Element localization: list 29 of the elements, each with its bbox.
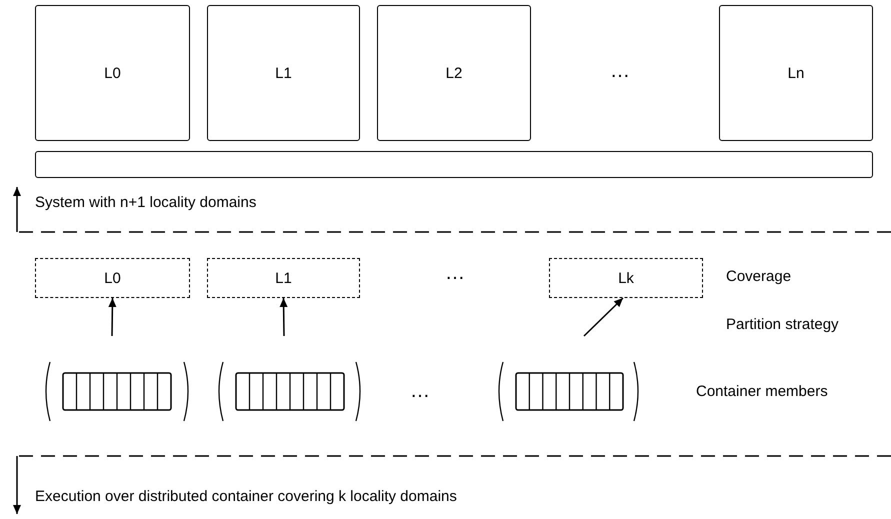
locality-label: L1	[275, 64, 292, 82]
coverage-box	[549, 258, 703, 298]
locality-box	[377, 5, 531, 141]
caption: Execution over distributed container covering k locality domains	[35, 488, 457, 506]
locality-box	[207, 5, 360, 141]
row-label: Coverage	[726, 268, 792, 286]
caption: System with n+1 locality domains	[35, 194, 256, 212]
system-bar	[35, 151, 873, 178]
locality-label: Ln	[788, 64, 804, 82]
coverage-box	[35, 258, 190, 298]
arrow	[280, 298, 288, 336]
container-array	[235, 372, 345, 411]
locality-box	[35, 5, 190, 141]
locality-label: L0	[104, 64, 121, 82]
locality-label: Lk	[618, 270, 634, 286]
ellipsis: …	[610, 62, 630, 80]
locality-label: L1	[275, 270, 292, 286]
arrow	[583, 297, 624, 337]
coverage-box	[207, 258, 360, 298]
container-array	[62, 372, 172, 411]
ellipsis: …	[445, 264, 465, 282]
locality-box	[719, 5, 873, 141]
container-array	[515, 372, 624, 411]
row-label: Partition strategy	[726, 316, 839, 334]
locality-label: L2	[446, 64, 462, 82]
ellipsis: …	[410, 382, 430, 400]
locality-label: L0	[104, 270, 121, 286]
row-label: Container members	[696, 383, 828, 401]
arrow	[108, 298, 116, 336]
